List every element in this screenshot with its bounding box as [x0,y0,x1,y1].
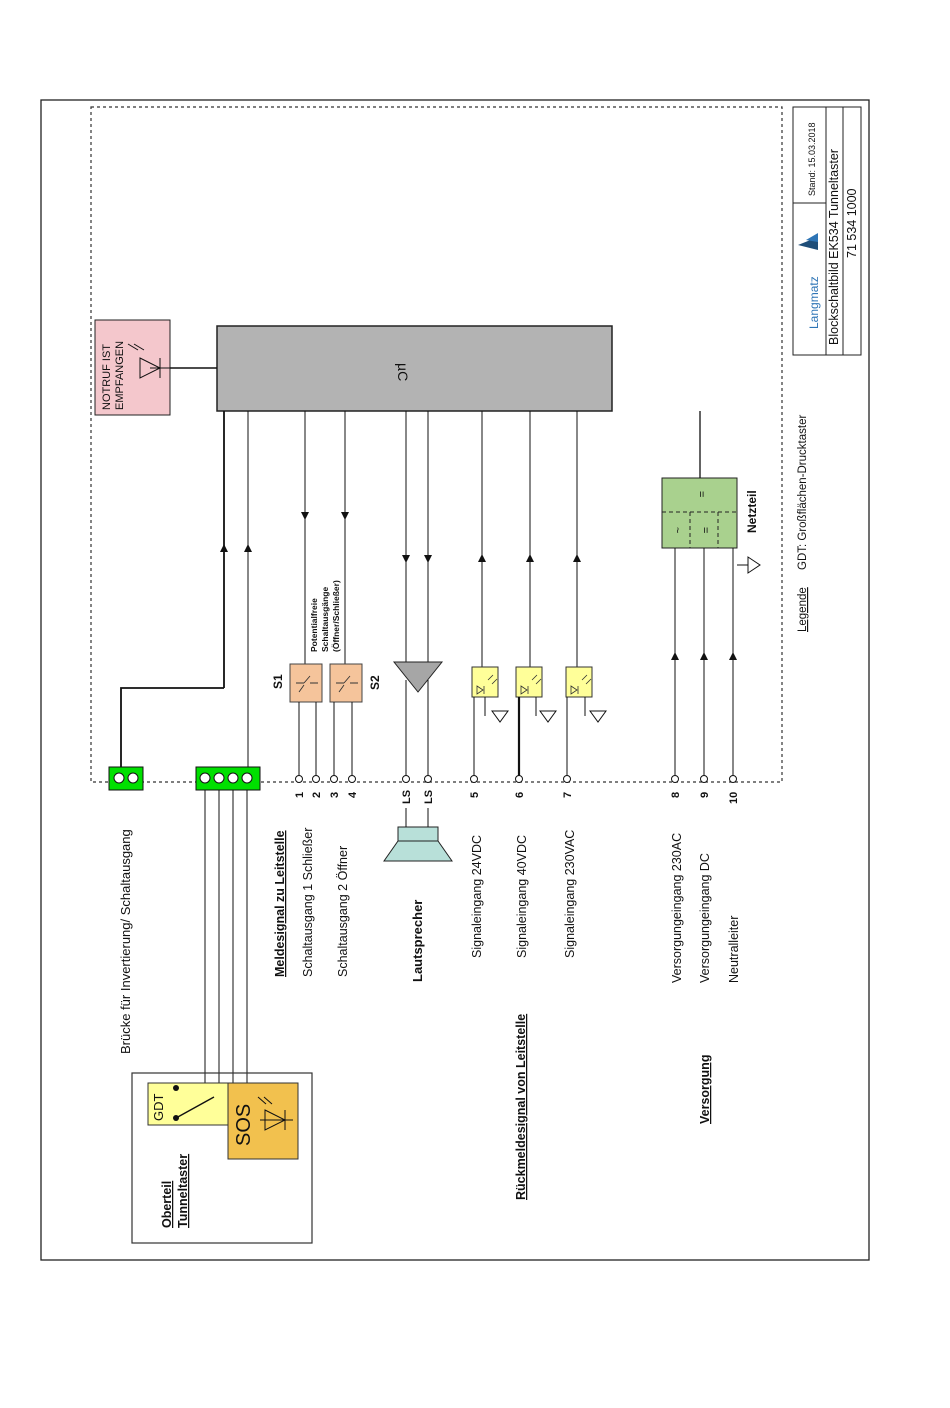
terminal-ls-2: LS [423,790,435,804]
rueckmeldesignal-heading: Rückmeldesignal von Leitstelle [514,1014,528,1200]
terminal-1: 1 [294,792,306,798]
relay-s2-label: S2 [368,675,382,690]
title-text: Blockschaltbild EK534 Tunneltaster [827,149,841,345]
relay-note-2: Schaltausgänge [320,587,330,652]
company-logo-icon [798,233,818,250]
neutralleiter-label: Neutralleiter [727,916,741,983]
company-name: Langmatz [807,276,821,329]
button-terminal [195,766,261,791]
svg-text:=: = [699,527,711,533]
speaker-icon [383,826,453,862]
title-block: Langmatz Stand: 15.03.2018 Blockschaltbi… [792,106,862,356]
terminal-6: 6 [514,792,526,798]
oberteil-label-1: Oberteil [160,1181,174,1228]
relay-note-1: Potentialfreie [309,598,319,652]
svg-text:=: = [695,491,707,497]
bridge-terminal [108,766,144,791]
microcontroller-label: µC [395,363,411,381]
amplifier-triangle [392,661,444,693]
title-date: Stand: 15.03.2018 [807,122,817,196]
terminal-3: 3 [329,792,341,798]
schaltausgang1-label: Schaltausgang 1 Schließer [301,828,315,977]
oberteil-label-2: Tunneltaster [176,1154,190,1228]
gdt-label: GDT [151,1094,166,1122]
terminal-10: 10 [728,792,740,804]
power-supply-block: = ~ = [661,477,738,549]
relay-note-3: (Öffner/Schließer) [331,580,341,652]
oberteil-box [131,1072,313,1244]
terminal-ls-1: LS [401,790,413,804]
legend-entry: GDT: Großflächen-Drucktaster [797,415,809,570]
signal40-label: Signaleingang 40VDC [515,835,529,958]
terminal-circles [295,775,737,783]
notruf-label-2: EMPFANGEN [114,341,126,410]
notruf-led-icon [127,343,170,379]
versorgung-heading: Versorgung [698,1055,712,1124]
device-boundary [90,106,783,783]
terminal-9: 9 [699,792,711,798]
bridge-label: Brücke für Invertierung/ Schaltausgang [118,829,133,1054]
lautsprecher-label: Lautsprecher [410,900,425,982]
versorgung230-label: Versorgungeingang 230AC [670,833,684,983]
sos-indicator [227,1082,299,1160]
schaltausgang2-label: Schaltausgang 2 Öffner [336,846,350,977]
terminal-2: 2 [311,792,323,798]
power-supply-ground-icon [737,556,761,574]
terminal-7: 7 [562,792,574,798]
signal24-label: Signaleingang 24VDC [470,835,484,958]
relay-s1-label: S1 [271,674,285,689]
relay-s2 [329,663,363,703]
legend-label: Legende [797,587,809,632]
optocoupler-40vdc [515,666,557,723]
relay-s1 [289,663,323,703]
microcontroller-block [216,325,613,412]
optocoupler-24vdc [471,666,509,723]
terminal-5: 5 [469,792,481,798]
page-frame [40,99,870,1261]
terminal-4: 4 [347,791,359,798]
terminal-8: 8 [670,792,682,798]
optocoupler-230vac [565,666,607,723]
meldesignal-heading: Meldesignal zu Leitstelle [273,830,287,977]
signal230-label: Signaleingang 230VAC [563,830,577,958]
versorgungdc-label: Versorgungeingang DC [698,853,712,983]
title-number: 71 534 1000 [845,188,859,258]
svg-text:~: ~ [671,527,683,533]
notruf-label-1: NOTRUF IST [101,344,113,410]
sos-label: SOS [233,1104,255,1146]
power-supply-label: Netzteil [745,490,759,533]
sos-led-icon [257,1096,293,1131]
